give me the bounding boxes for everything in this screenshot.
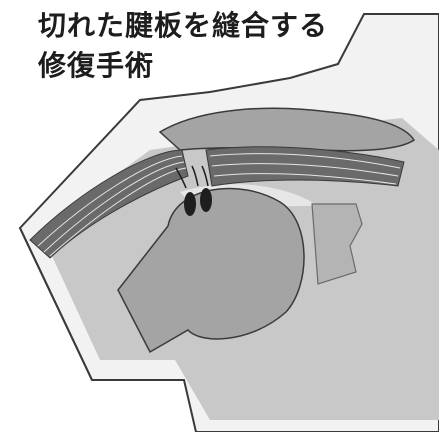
- title-line-1: 切れた腱板を縫合する: [38, 9, 329, 42]
- rotator-cuff-muscle-left: [29, 149, 189, 259]
- suture-anchor-icon: [175, 165, 212, 216]
- section-edge-line: [19, 227, 93, 381]
- scapula-glenoid: [311, 203, 363, 285]
- humeral-head-bone: [117, 187, 305, 354]
- muscle-fibers-left: [37, 155, 187, 257]
- title-line-2: 修復手術: [38, 49, 155, 82]
- tendon-fibers-right: [209, 153, 401, 185]
- rotator-cuff-tendon-right: [205, 146, 405, 187]
